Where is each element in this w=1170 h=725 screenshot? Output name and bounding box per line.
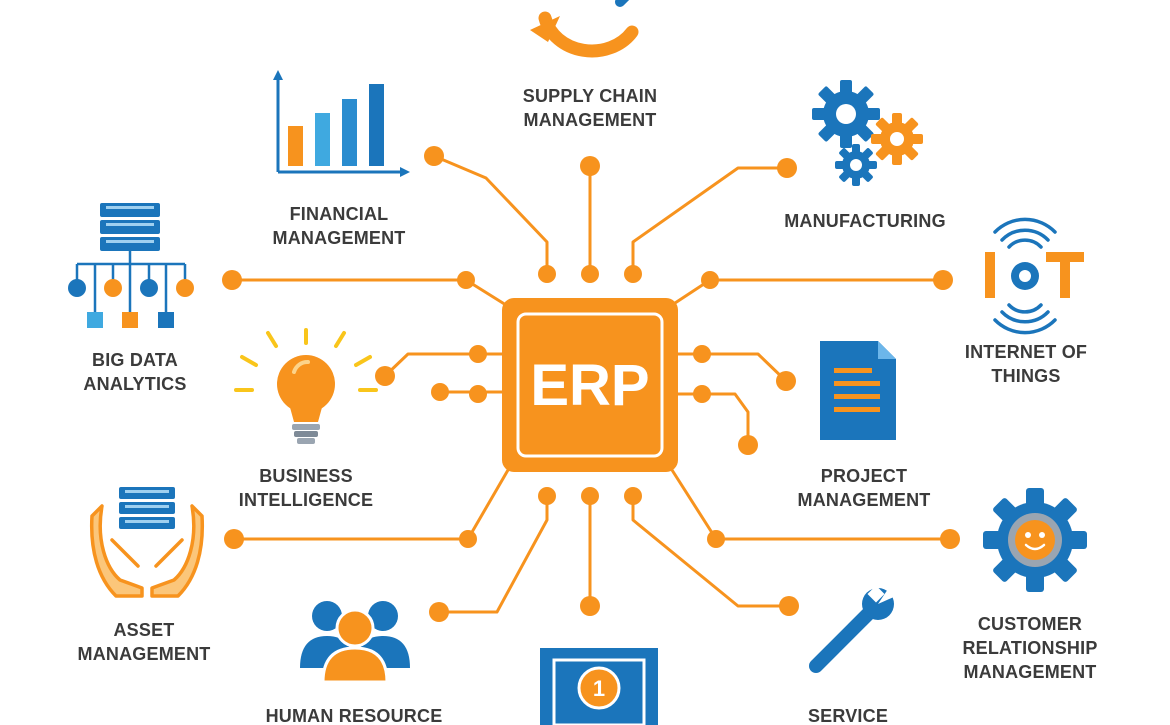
- wrench-icon: [809, 585, 896, 673]
- hands-database-icon: [89, 487, 205, 598]
- dot: [707, 530, 725, 548]
- erp-label: ERP: [530, 353, 649, 418]
- label-financial: FINANCIAL MANAGEMENT: [254, 202, 424, 250]
- dot: [581, 487, 599, 505]
- dot: [538, 265, 556, 283]
- label-line: MANAGEMENT: [272, 228, 406, 248]
- lightbulb-icon: [234, 328, 378, 444]
- label-line: PROJECT: [820, 466, 908, 486]
- banknote-icon: 1: [540, 648, 658, 725]
- database-network-icon: [68, 203, 194, 328]
- dot: [933, 270, 953, 290]
- people-group-icon: [300, 601, 410, 684]
- label-big-data: BIG DATA ANALYTICS: [60, 348, 210, 396]
- iot-signal-icon: [985, 217, 1084, 335]
- label-asset: ASSET MANAGEMENT: [56, 618, 232, 666]
- dot: [940, 529, 960, 549]
- label-line: HUMAN RESOURCE: [265, 706, 443, 725]
- dot: [776, 371, 796, 391]
- dot: [738, 435, 758, 455]
- label-line: CUSTOMER: [977, 614, 1083, 634]
- gears-icon: [812, 80, 923, 186]
- connector-financial: [432, 154, 549, 276]
- label-project: PROJECT MANAGEMENT: [776, 464, 952, 512]
- label-line: ASSET: [113, 620, 175, 640]
- dot: [469, 385, 487, 403]
- label-human-resource: HUMAN RESOURCE: [248, 704, 460, 725]
- label-line: BIG DATA: [92, 350, 178, 370]
- label-manufacturing: MANUFACTURING: [762, 209, 968, 233]
- label-line: INTELLIGENCE: [238, 490, 374, 510]
- dot: [431, 383, 449, 401]
- dot: [580, 596, 600, 616]
- smiley-gear-icon: [983, 488, 1087, 592]
- label-line: FINANCIAL: [289, 204, 389, 224]
- dot: [224, 529, 244, 549]
- label-line: INTERNET OF: [964, 342, 1088, 362]
- dot: [624, 265, 642, 283]
- dot: [222, 270, 242, 290]
- connector-human-resource: [437, 494, 549, 614]
- label-line: MANAGEMENT: [523, 110, 657, 130]
- label-line: THINGS: [991, 366, 1061, 386]
- dot: [538, 487, 556, 505]
- label-crm: CUSTOMER RELATIONSHIP MANAGEMENT: [940, 612, 1120, 684]
- label-line: MANAGEMENT: [77, 644, 211, 664]
- label-line: RELATIONSHIP: [962, 638, 1098, 658]
- label-service: SERVICE: [784, 704, 912, 725]
- label-line: SERVICE: [807, 706, 889, 725]
- dot: [624, 487, 642, 505]
- connector-right-stub: [676, 392, 750, 447]
- label-line: ANALYTICS: [83, 374, 187, 394]
- dot: [459, 530, 477, 548]
- dot: [779, 596, 799, 616]
- dot: [701, 271, 719, 289]
- label-line: BUSINESS: [259, 466, 353, 486]
- connector-dots: [222, 146, 960, 622]
- connector-manufacturing: [631, 166, 789, 276]
- erp-chip: ERP: [502, 298, 678, 472]
- label-line: MANUFACTURING: [784, 211, 946, 231]
- dot: [375, 366, 395, 386]
- refresh-arrows-icon: [530, 0, 639, 58]
- dot: [424, 146, 444, 166]
- dot: [580, 156, 600, 176]
- label-line: SUPPLY CHAIN: [522, 86, 658, 106]
- connector-service: [631, 494, 791, 608]
- dot: [777, 158, 797, 178]
- dot: [429, 602, 449, 622]
- label-supply-chain: SUPPLY CHAIN MANAGEMENT: [496, 84, 684, 132]
- label-line: MANAGEMENT: [963, 662, 1097, 682]
- document-icon: [820, 341, 896, 440]
- label-iot: INTERNET OF THINGS: [938, 340, 1114, 388]
- label-business-intelligence: BUSINESS INTELLIGENCE: [220, 464, 392, 512]
- dot: [693, 345, 711, 363]
- dot: [581, 265, 599, 283]
- label-line: MANAGEMENT: [797, 490, 931, 510]
- dot: [457, 271, 475, 289]
- dot: [693, 385, 711, 403]
- bar-chart-icon: [273, 70, 410, 177]
- banknote-value: 1: [593, 676, 605, 701]
- dot: [469, 345, 487, 363]
